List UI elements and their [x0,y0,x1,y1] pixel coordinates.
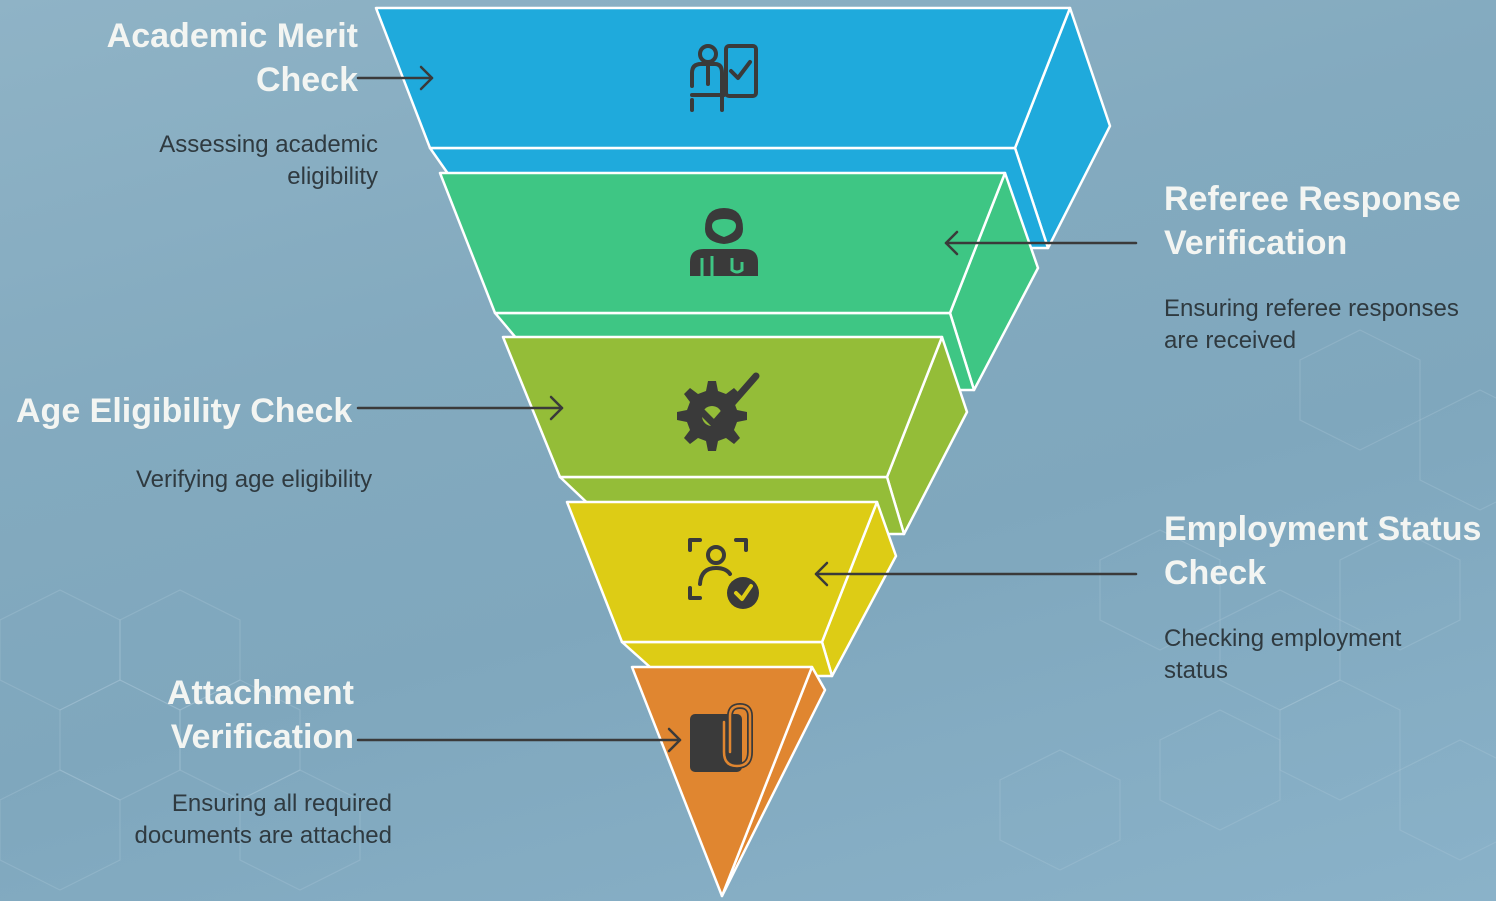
arrow-academic-merit [356,65,434,91]
attachment-verification-title: Attachment Verification [166,674,354,756]
employment-status-description: Checking employment status [1164,625,1402,684]
employment-status-title: Employment Status Check [1164,510,1482,592]
age-eligibility-title: Age Eligibility Check [16,392,353,430]
academic-merit-description: Assessing academic eligibility [159,131,378,190]
doctor-person-icon [690,208,758,276]
arrow-referee-response [944,230,1138,256]
teacher-checklist-icon [690,44,758,112]
referee-response-description: Ensuring referee responses are received [1164,295,1459,354]
document-paperclip-icon [690,702,753,772]
gear-check-icon [677,372,760,451]
user-scan-check-icon [688,538,759,609]
stage-attachment-verification-layer [630,665,827,898]
age-eligibility-description: Verifying age eligibility [136,466,373,493]
referee-response-title: Referee Response Verification [1164,180,1461,262]
arrow-attachment-verification [356,727,682,753]
academic-merit-title: Academic Merit Check [106,17,358,99]
arrow-employment-status [814,561,1138,587]
arrow-age-eligibility [356,395,564,421]
attachment-verification-description: Ensuring all required documents are atta… [134,790,393,849]
